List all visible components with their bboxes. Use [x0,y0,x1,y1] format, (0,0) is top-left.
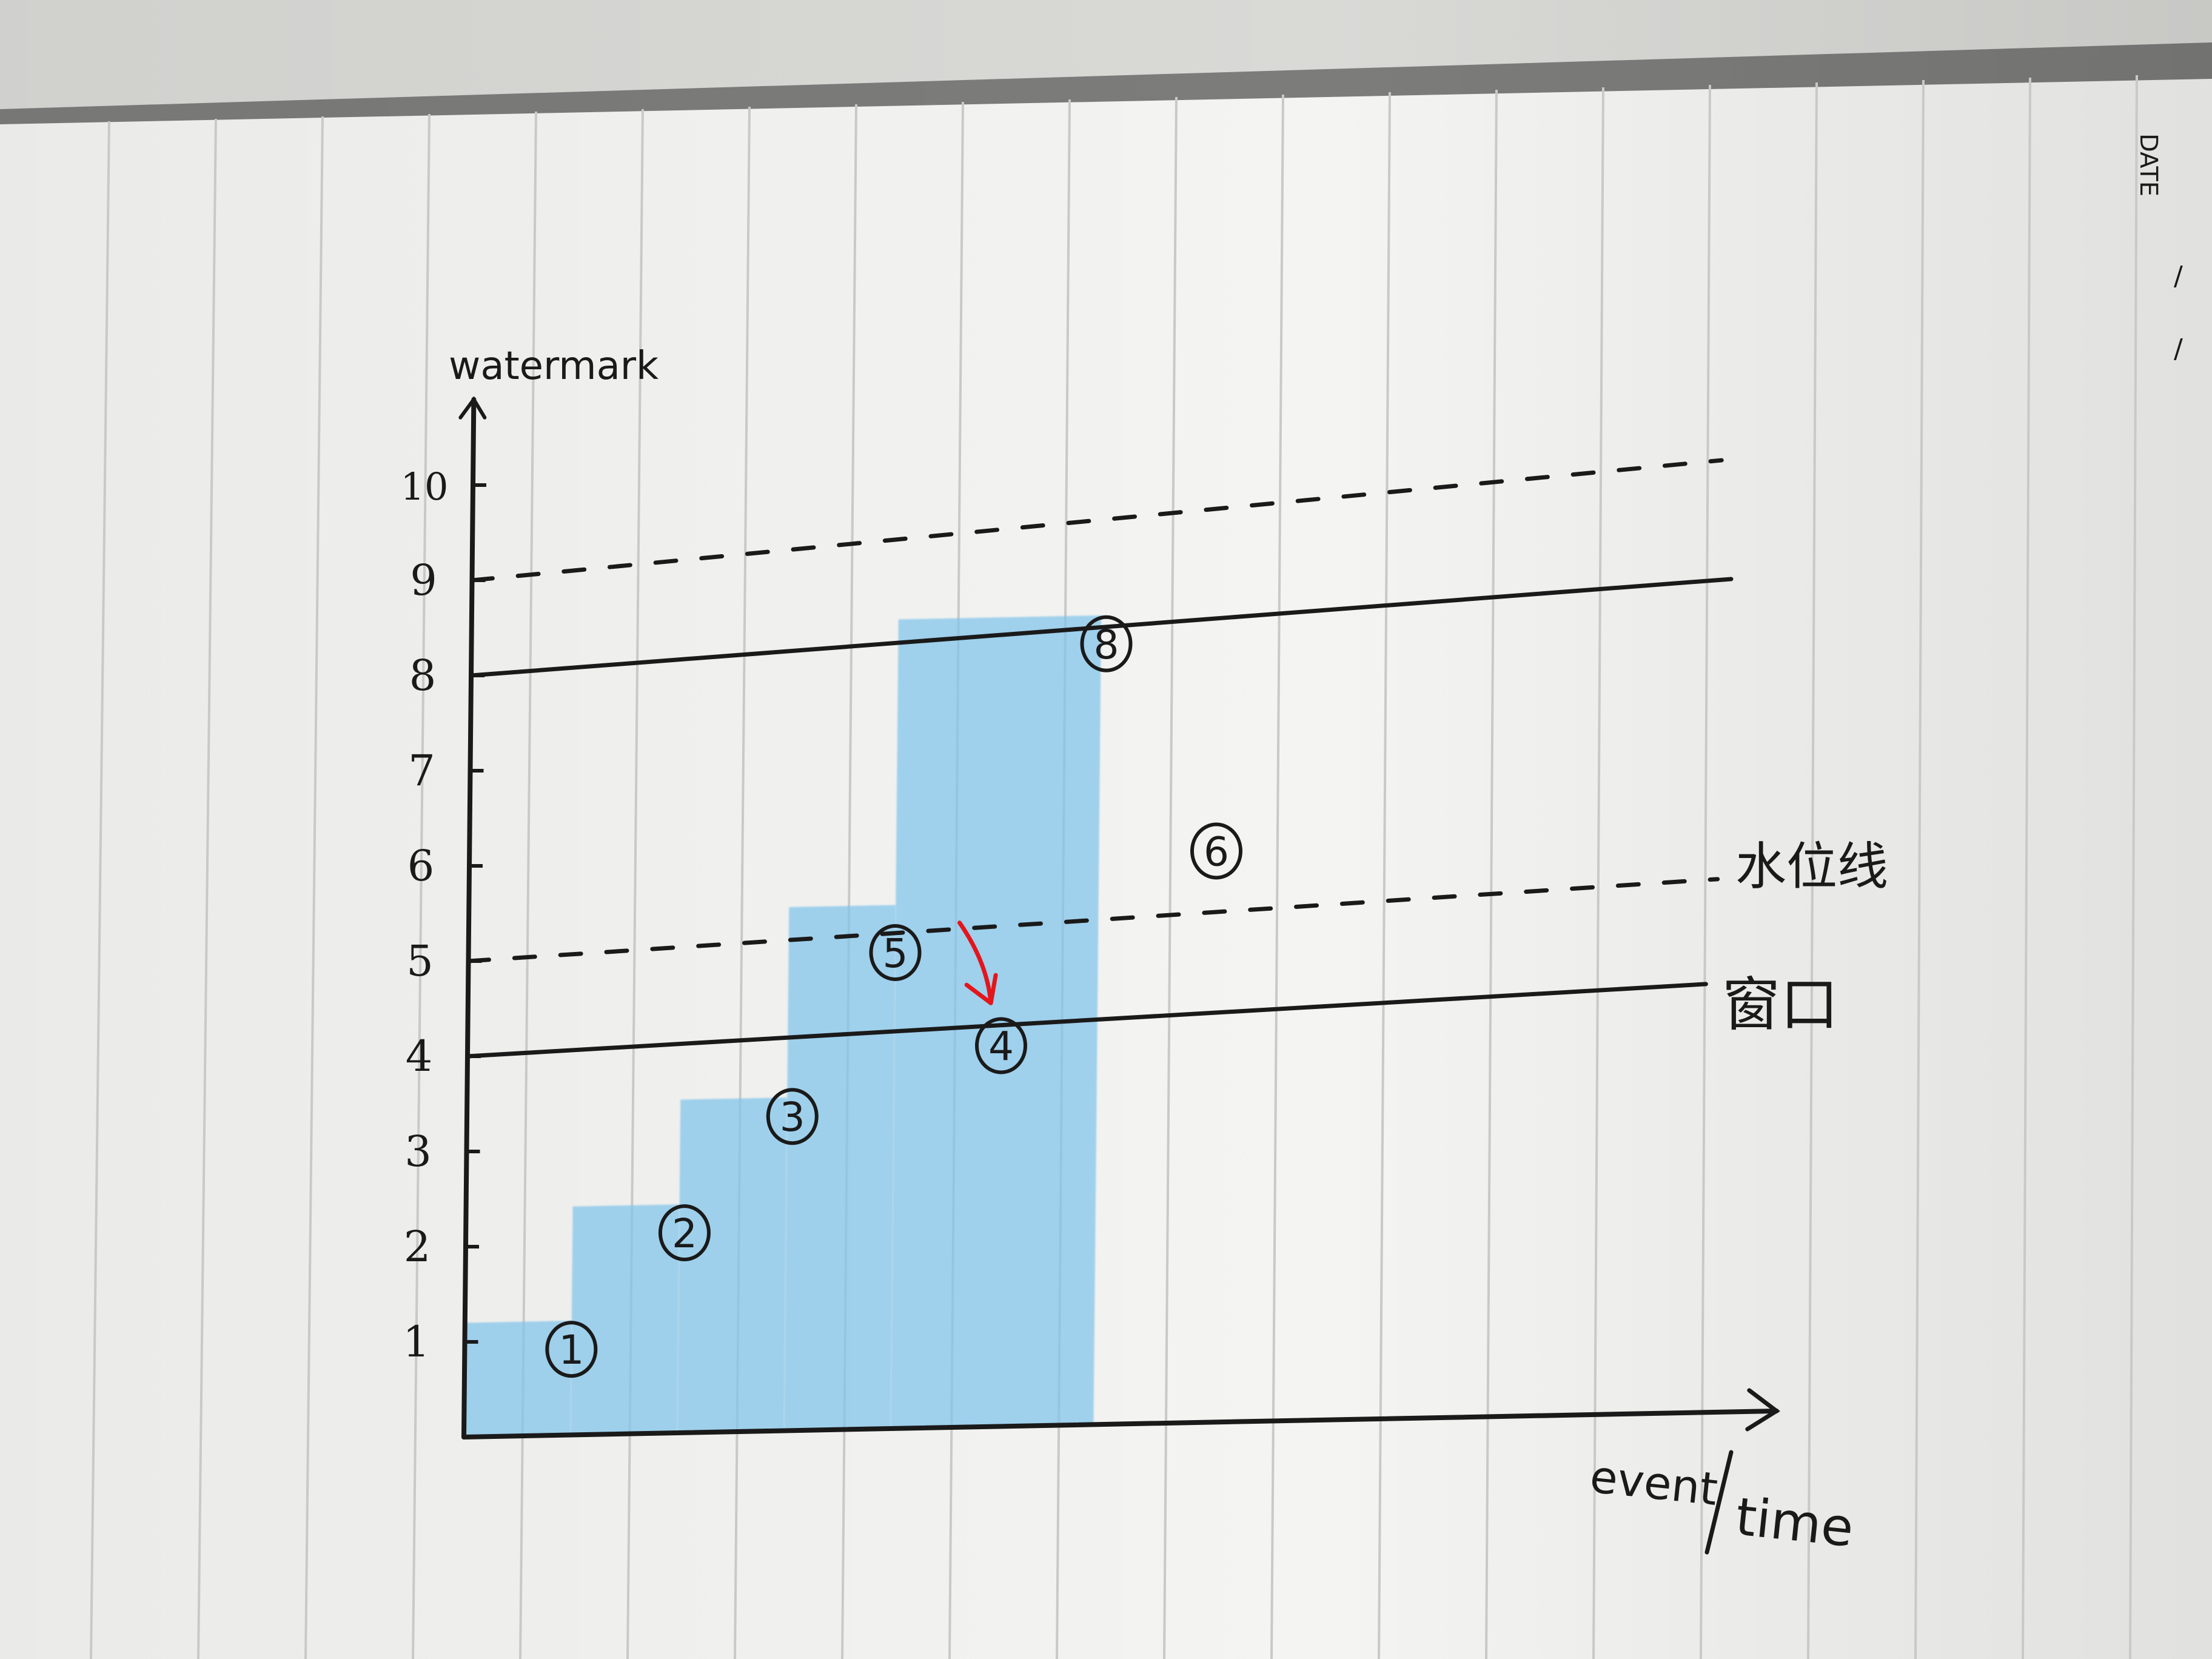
rule-line [304,116,324,1659]
y-tick-label: 1 [403,1317,430,1367]
date-separator: / [2174,261,2183,292]
event-label: 4 [988,1024,1014,1070]
rule-line [197,118,217,1659]
rule-line [1163,96,1178,1659]
event-circle [658,1204,711,1262]
event-label: 1 [558,1327,584,1373]
rule-line [2022,77,2031,1659]
event-marker: 6 [1190,822,1242,880]
event-marker: 1 [545,1321,598,1378]
x-axis [461,1408,1779,1439]
y-tick-label: 7 [408,746,435,796]
highlight-bar [464,1321,572,1437]
solid-line [469,577,1734,678]
rule-line [2129,75,2138,1659]
event-label: 6 [1204,829,1229,876]
event-marker: 4 [975,1017,1027,1074]
rule-line [1700,84,1711,1659]
rule-line [1592,87,1604,1659]
watermark-and-window-lines [465,458,1734,1059]
highlight-bar [571,1204,680,1435]
rule-line [1485,89,1498,1659]
event-circle [545,1321,598,1378]
rule-line [1807,82,1818,1659]
y-axis-arrow [458,396,487,420]
y-tick-label: 4 [406,1031,433,1081]
highlight-bar [891,615,1102,1429]
rule-line [1270,94,1284,1659]
rule-line [1914,79,1925,1659]
event-marker: 5 [869,924,922,981]
event-circle [766,1088,819,1145]
rule-line [90,121,110,1659]
y-tick-label: 3 [404,1127,432,1176]
y-tick-label: 10 [401,464,449,509]
y-tick-label: 8 [409,651,437,700]
date-separator: / [2174,333,2183,364]
rule-line [412,113,431,1659]
event-label: 5 [883,930,908,977]
y-tick-label: 2 [404,1222,431,1272]
y-axis-ticks: 1 2 3 4 5 6 7 8 9 10 [401,464,486,1367]
solid-line [465,982,1708,1059]
event-label: 8 [1094,622,1119,668]
event-marker: 8 [1080,615,1133,672]
y-axis [461,397,477,1439]
event-circle [1080,615,1133,672]
y-axis-label: watermark [449,344,659,389]
rule-line [1378,92,1391,1659]
highlight-bar [784,905,896,1431]
event-circle [869,924,922,981]
red-arrow [957,920,993,1005]
event-label: 2 [672,1210,697,1257]
y-tick-label: 5 [406,936,434,986]
x-axis-label-time: time [1733,1486,1857,1559]
y-tick-label: 9 [410,555,437,605]
window-line-label: 窗口 [1722,971,1838,1039]
watermark-line-label: 水位线 [1735,837,1888,896]
label-slash [1704,1450,1734,1555]
event-marker: 2 [658,1204,711,1262]
highlight-bar [677,1098,788,1433]
x-axis-arrow [1745,1388,1780,1432]
event-label: 3 [780,1094,805,1141]
event-circle [1190,822,1242,880]
highlighted-window-region [464,615,1102,1437]
event-markers: 1 2 3 5 4 8 6 [545,615,1242,1378]
y-tick-label: 6 [407,841,435,891]
annotations [957,920,1734,1555]
red-arrow-head [964,973,998,1005]
event-circle [975,1017,1027,1074]
chart-axes [458,396,1780,1439]
date-margin-label: DATE [2134,133,2162,196]
event-marker: 3 [766,1088,819,1145]
